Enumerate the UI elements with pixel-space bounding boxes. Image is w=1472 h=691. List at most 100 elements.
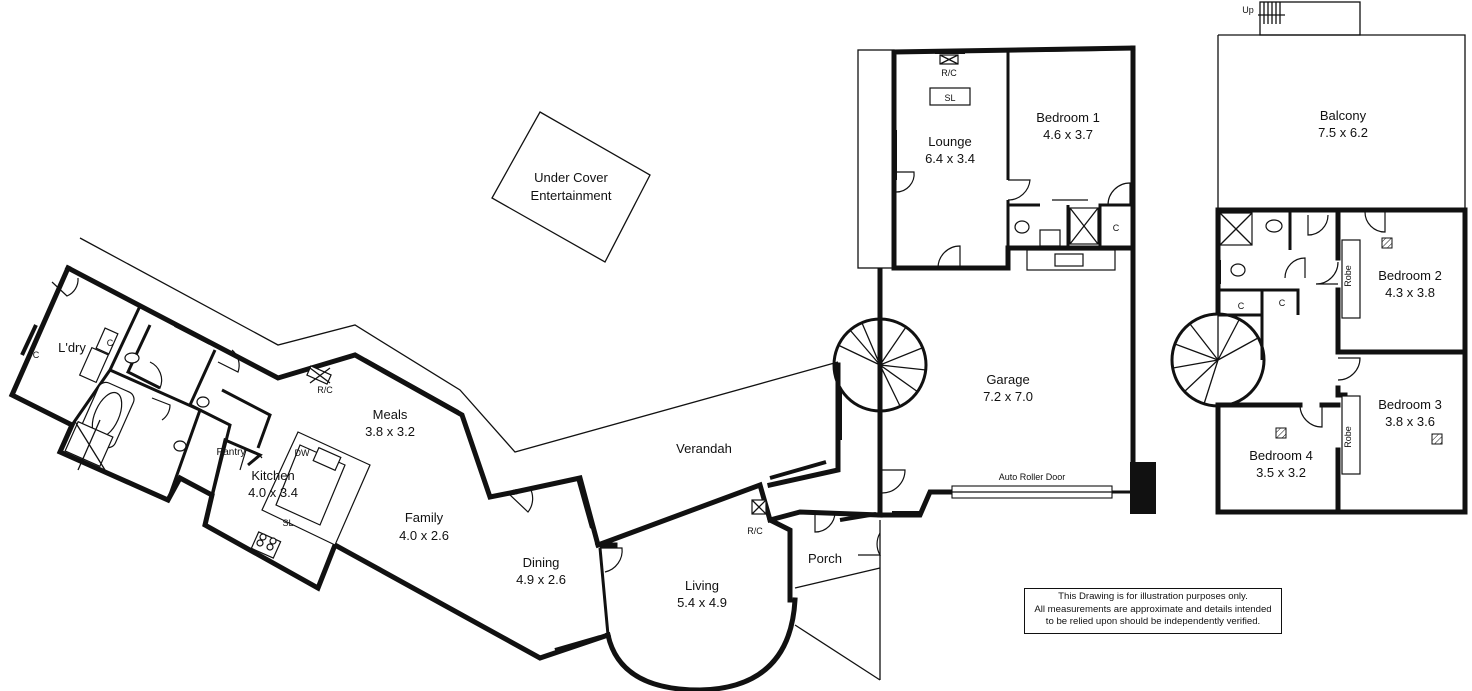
door-bed1[interactable]: [1007, 179, 1031, 201]
toilet-hall: [196, 396, 210, 408]
balcony-name: Balcony: [1320, 108, 1367, 123]
basin-upper: [1265, 219, 1283, 233]
rc-meals-label: R/C: [317, 385, 333, 395]
toilet-ensuite: [1014, 220, 1030, 234]
window-bedroom1: [1039, 47, 1101, 52]
stair-up: [1258, 1, 1361, 36]
window-verandah: [769, 460, 827, 480]
c-laundry2-label: C: [107, 338, 114, 348]
under-cover-line1: Under Cover: [534, 170, 608, 185]
living-bay-wall: [605, 597, 798, 691]
door-lounge-west[interactable]: [895, 171, 915, 193]
door-pantry[interactable]: [239, 449, 263, 471]
kitchen-size: 4.0 x 3.4: [248, 485, 298, 500]
bedroom1-name: Bedroom 1: [1036, 110, 1100, 125]
door-laundry[interactable]: [51, 277, 79, 297]
toilet-upper: [1230, 263, 1246, 277]
window-dining: [576, 477, 594, 529]
laundry-tub: [78, 346, 110, 384]
basin-hall: [173, 440, 187, 452]
disclaimer-line1: This Drawing is for illustration purpose…: [1058, 591, 1248, 602]
bedroom3-size: 3.8 x 3.6: [1385, 414, 1435, 429]
bath-upper-walls: [1218, 288, 1300, 315]
c-upper2-label: C: [1279, 298, 1286, 308]
lounge-deck: [857, 49, 895, 269]
door-hall[interactable]: [151, 397, 171, 421]
robe-bed2: [1341, 239, 1361, 319]
disclaimer: This Drawing is for illustration purpose…: [1024, 588, 1282, 634]
upper-landing-wall: [1218, 313, 1264, 360]
sl-lounge-label: SL: [944, 93, 955, 103]
door-porch-side[interactable]: [858, 532, 882, 556]
basin-ensuite: [1039, 229, 1061, 247]
dining-north-wall: [512, 475, 618, 548]
dining-living-divider: [598, 547, 610, 636]
pantry-name: Pantry: [217, 447, 246, 458]
disclaimer-line2: All measurements are approximate and det…: [1034, 603, 1272, 615]
robe-bed2-label: Robe: [1343, 265, 1353, 287]
door-bath-upper[interactable]: [1307, 214, 1329, 236]
living-name: Living: [685, 578, 719, 593]
dining-size: 4.9 x 2.6: [516, 572, 566, 587]
meals-size: 3.8 x 3.2: [365, 424, 415, 439]
c-upper1-label: C: [1238, 301, 1245, 311]
bedroom1-size: 4.6 x 3.7: [1043, 127, 1093, 142]
door-bed4[interactable]: [1299, 404, 1323, 428]
fixture-labels: Up R/C SL R/C R/C DW SL C C C C C Robe R…: [33, 5, 1353, 536]
c-bed1-label: C: [1113, 223, 1120, 233]
dining-living: [512, 460, 920, 691]
door-lounge-south[interactable]: [937, 245, 961, 269]
dw-label: DW: [295, 448, 310, 458]
c-laundry-label: C: [33, 350, 40, 360]
bedroom2-size: 4.3 x 3.8: [1385, 285, 1435, 300]
rc-living-label: R/C: [747, 526, 763, 536]
rc-lounge-label: R/C: [941, 68, 957, 78]
kitchen-sink: [312, 446, 342, 472]
door-dining[interactable]: [600, 547, 623, 573]
door-bed1-robe[interactable]: [1107, 182, 1131, 206]
kitchen-island: [250, 431, 371, 559]
bed2-lower-wall: [1335, 287, 1468, 355]
up-label: Up: [1242, 5, 1254, 15]
bedroom4-name: Bedroom 4: [1249, 448, 1313, 463]
porch-wall: [766, 475, 883, 524]
verandah-name: Verandah: [676, 441, 732, 456]
garage-block: [767, 45, 1156, 518]
door-ensuite[interactable]: [217, 349, 240, 373]
porch-step: [794, 624, 881, 681]
sl-kitchen-label: SL: [282, 518, 293, 528]
door-porch[interactable]: [814, 511, 836, 533]
exterior-wall-laundry: [8, 264, 612, 661]
door-upper-hall[interactable]: [1284, 257, 1306, 279]
porch-name: Porch: [808, 551, 842, 566]
door-bed2[interactable]: [1315, 261, 1339, 285]
robe-bed3-label: Robe: [1343, 426, 1353, 448]
rc-bed4: [1275, 427, 1287, 439]
living-size: 5.4 x 4.9: [677, 595, 727, 610]
bedroom4-size: 3.5 x 3.2: [1256, 465, 1306, 480]
lounge-block: [857, 45, 1136, 271]
dining-name: Dining: [523, 555, 560, 570]
bedroom3-name: Bedroom 3: [1378, 397, 1442, 412]
robe-wall: [1098, 203, 1133, 248]
kitchen-wall: [221, 388, 272, 449]
garage-size: 7.2 x 7.0: [983, 389, 1033, 404]
room-labels: Lounge 6.4 x 3.4 Bedroom 1 4.6 x 3.7 Bal…: [58, 108, 1442, 610]
door-garage[interactable]: [881, 469, 906, 494]
door-bed3[interactable]: [1337, 357, 1361, 381]
window-porch: [839, 512, 877, 522]
family-size: 4.0 x 2.6: [399, 528, 449, 543]
pantry-wall: [210, 437, 263, 496]
door-wc[interactable]: [139, 361, 163, 389]
spiral-stair-upper-treads: [1172, 314, 1259, 405]
family-name: Family: [405, 510, 444, 525]
verandah-outline: [79, 237, 839, 453]
porch-edge: [794, 567, 881, 589]
door-bed2-top[interactable]: [1364, 211, 1386, 233]
laundry-name: L'dry: [58, 340, 86, 355]
under-cover-line2: Entertainment: [531, 188, 612, 203]
window-north-1: [174, 323, 211, 345]
robe-bed3: [1341, 395, 1361, 475]
under-cover-entertainment: [491, 111, 651, 263]
